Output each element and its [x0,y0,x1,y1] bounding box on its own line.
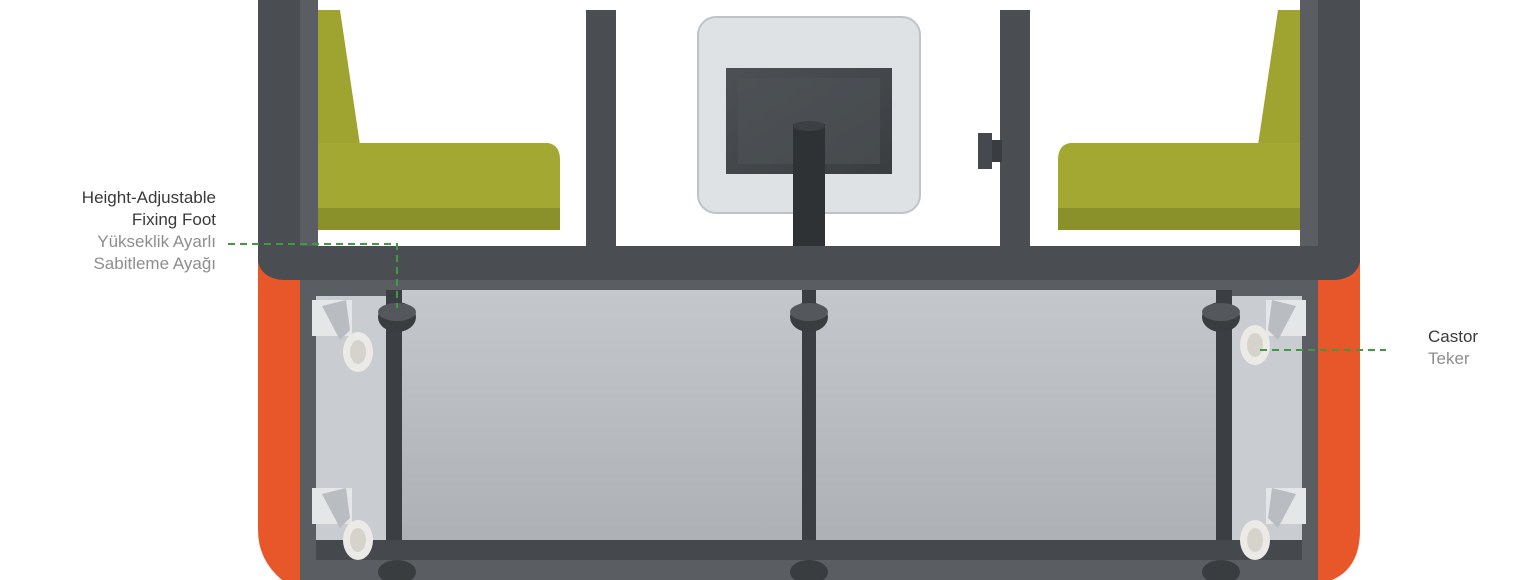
castor-annotation: Castor Teker [1428,326,1478,370]
cabin-inner-right [1300,0,1318,250]
base-panel-left [402,290,806,544]
fixing-foot-label-tr-1: Yükseklik Ayarlı [82,231,216,253]
fixing-foot-label-en-2: Fixing Foot [82,209,216,231]
castor-label-tr: Teker [1428,348,1478,370]
door-post-left [586,10,616,246]
cabin-inner-left [300,0,318,250]
castor-label-en: Castor [1428,326,1478,348]
fixing-foot-annotation: Height-Adjustable Fixing Foot Yükseklik … [82,187,216,275]
left-orange-shell [258,250,300,580]
door-handle [978,133,992,169]
door-post-right [1000,10,1030,246]
right-orange-shell [1318,250,1360,580]
floor-frame [258,246,1360,280]
fixing-foot-label-tr-2: Sabitleme Ayağı [82,253,216,275]
fixing-foot-label-en-1: Height-Adjustable [82,187,216,209]
base-panel-right [814,290,1216,544]
table-post [793,124,825,246]
